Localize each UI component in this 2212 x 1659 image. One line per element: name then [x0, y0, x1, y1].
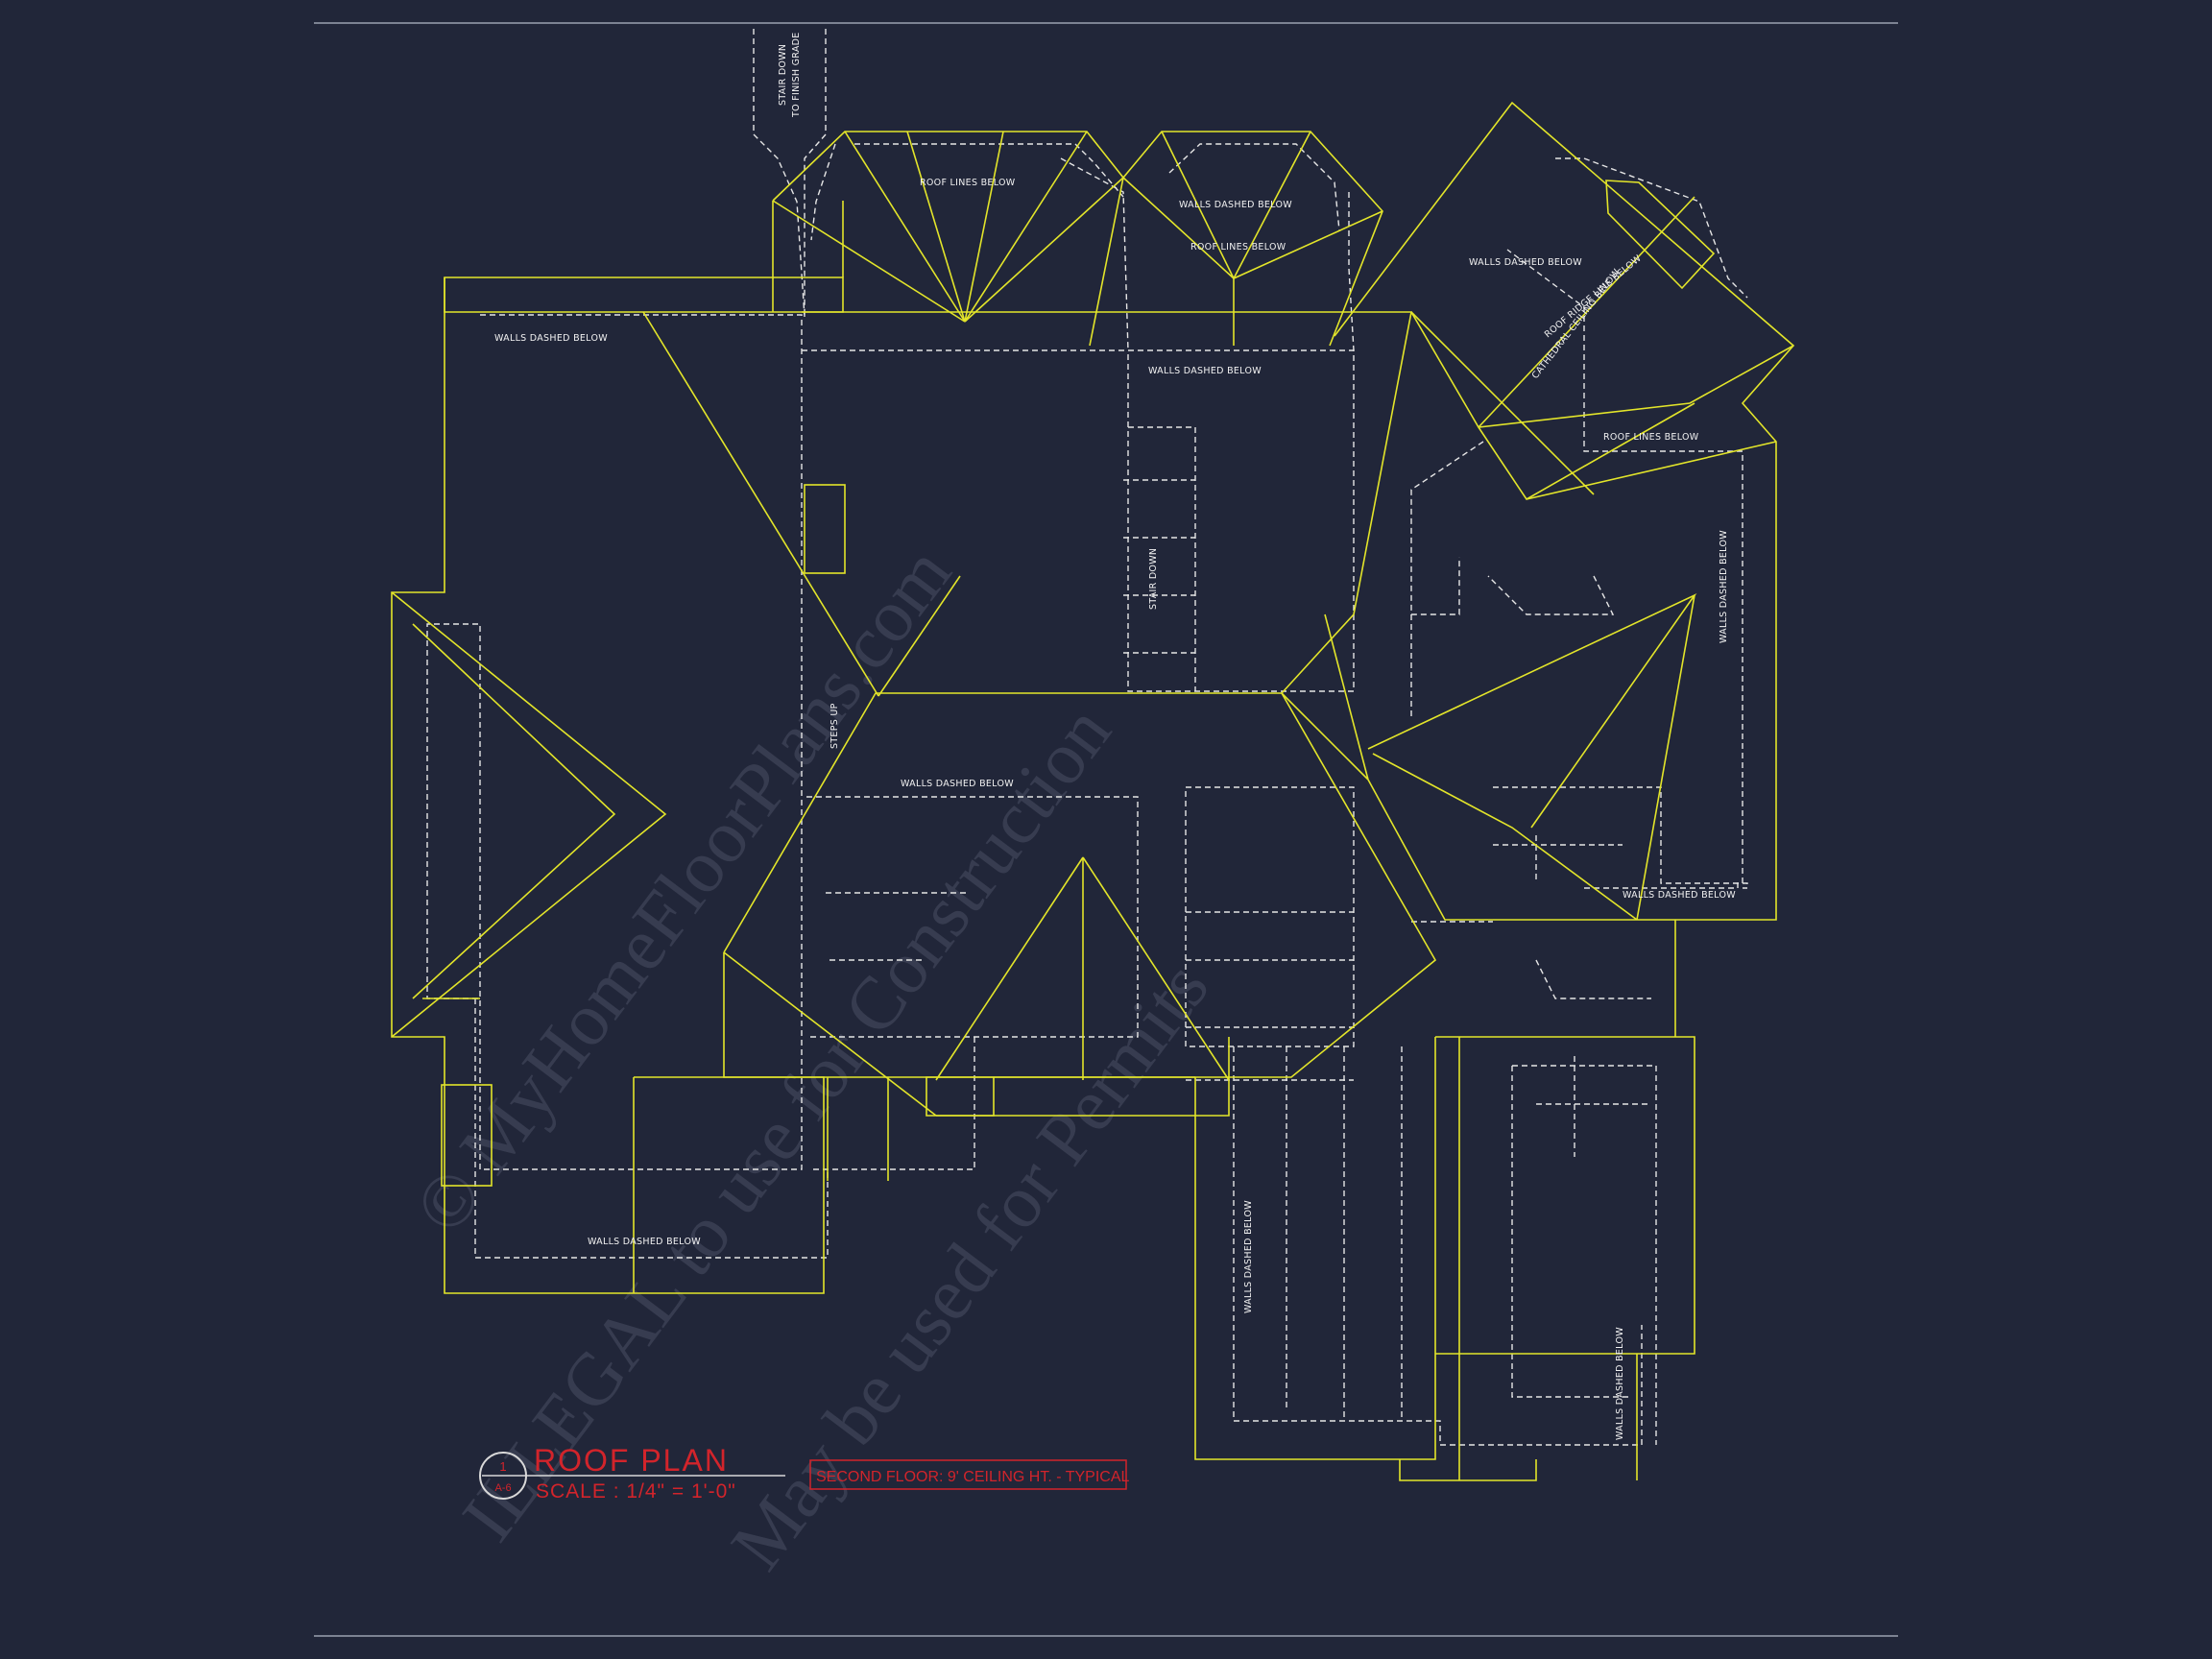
watermark: © MyHomeFloorPlans.com ILLEGAL to use fo…: [397, 531, 1224, 1584]
label-stair-grade-2: TO FINISH GRADE: [791, 32, 802, 118]
label-cathedral: CATHEDRAL CEILING BELOW: [1530, 267, 1623, 381]
ceiling-note-box: [809, 1459, 1127, 1490]
label-walls-mid: WALLS DASHED BELOW: [901, 779, 1014, 789]
ceiling-note: SECOND FLOOR: 9' CEILING HT. - TYPICAL: [816, 1469, 1129, 1485]
label-roof-lines-mid: ROOF LINES BELOW: [1190, 242, 1286, 252]
plan-scale: SCALE : 1/4" = 1'-0": [536, 1480, 736, 1503]
label-walls-ne: WALLS DASHED BELOW: [1469, 257, 1582, 268]
label-walls-top-mid: WALLS DASHED BELOW: [1179, 200, 1292, 210]
label-walls-right: WALLS DASHED BELOW: [1623, 890, 1736, 901]
label-walls-bottom-left: WALLS DASHED BELOW: [588, 1237, 701, 1247]
title-block: 1 A-6 ROOF PLAN SCALE : 1/4" = 1'-0" SEC…: [479, 1443, 1129, 1503]
callout-number: 1: [499, 1459, 506, 1474]
label-roof-lines-top: ROOF LINES BELOW: [920, 178, 1016, 188]
roof-lines: [391, 101, 1795, 1481]
label-walls-garage: WALLS DASHED BELOW: [1243, 1200, 1254, 1313]
plan-title: ROOF PLAN: [534, 1443, 729, 1478]
label-stair-grade-1: STAIR DOWN: [778, 44, 788, 106]
label-walls-center: WALLS DASHED BELOW: [1148, 366, 1262, 376]
walls-dashed-below: [426, 29, 1748, 1446]
label-walls-nw: WALLS DASHED BELOW: [494, 333, 608, 344]
label-steps-up: STEPS UP: [830, 703, 840, 749]
label-roof-lines-right: ROOF LINES BELOW: [1603, 432, 1699, 443]
watermark-line-1: © MyHomeFloorPlans.com: [397, 531, 967, 1248]
label-stair-down: STAIR DOWN: [1148, 548, 1159, 610]
label-walls-bottom-right: WALLS DASHED BELOW: [1615, 1327, 1625, 1440]
label-walls-right-vert: WALLS DASHED BELOW: [1719, 530, 1729, 643]
callout-sheet: A-6: [494, 1482, 511, 1494]
